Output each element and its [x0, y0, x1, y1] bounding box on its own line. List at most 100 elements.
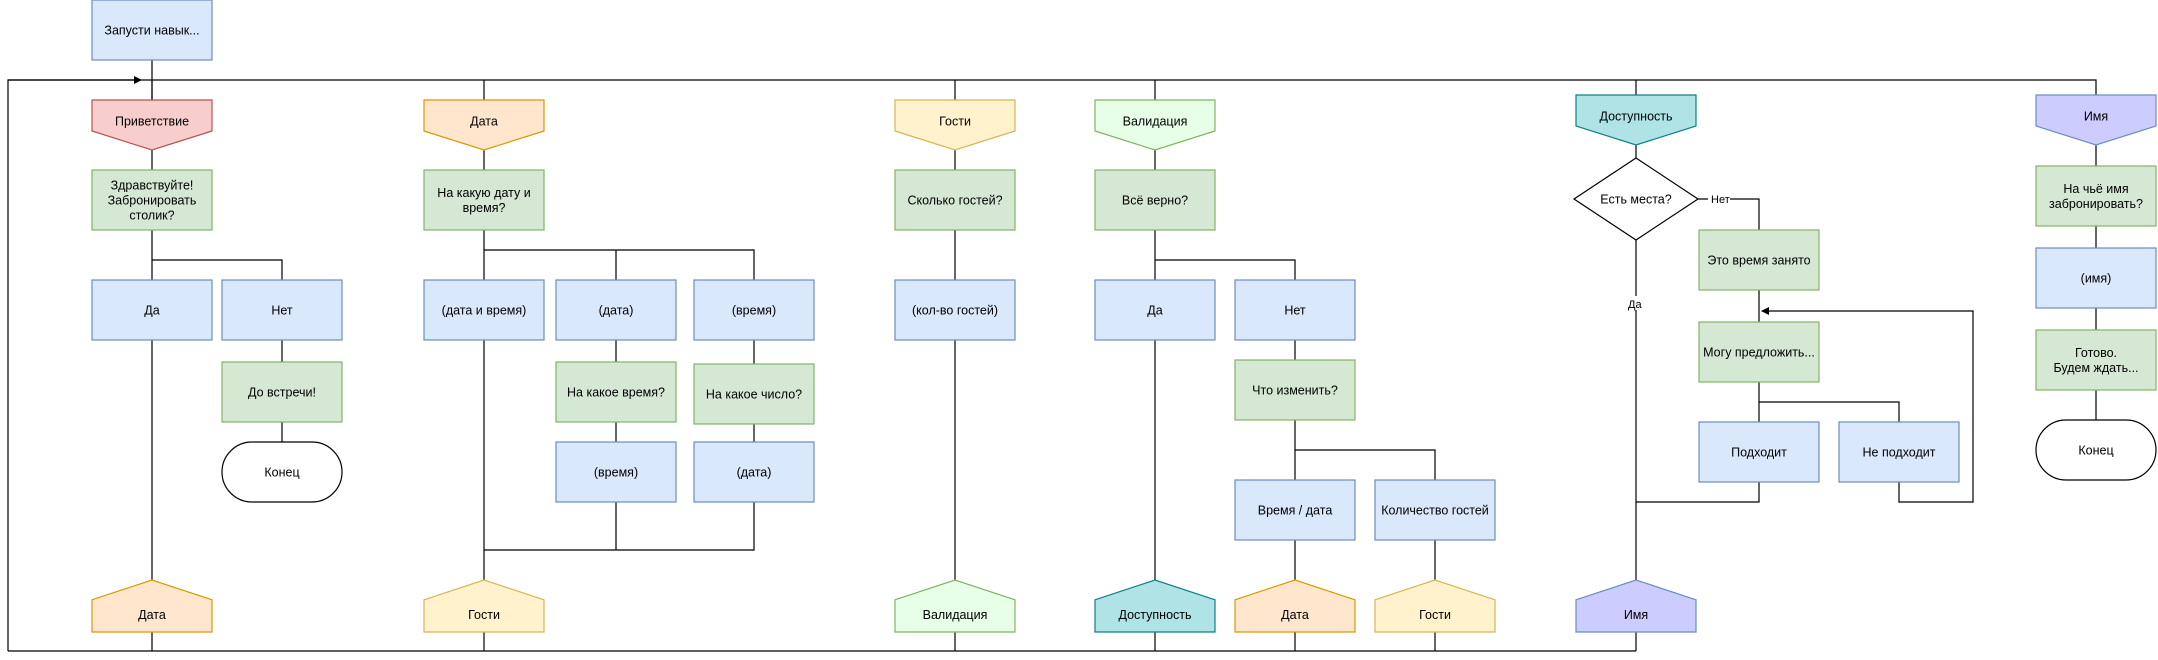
node-label: Нет [271, 304, 293, 318]
node-label: (дата и время) [442, 304, 527, 318]
node-shape [894, 579, 1016, 633]
node-shape [221, 441, 343, 503]
node-label: Готово. [2075, 346, 2117, 360]
node-label: Количество гостей [1381, 504, 1489, 518]
node-shape [693, 279, 815, 341]
node-shape [1374, 479, 1496, 541]
node-label: Это время занято [1707, 254, 1810, 268]
connector-line [1759, 401, 1900, 422]
node-notfits: Не подходит [1838, 421, 1960, 483]
flowchart-nodes: Запусти навык... ПриветствиеЗдравствуйте!… [91, 0, 2157, 633]
connector-line [152, 259, 283, 280]
node-f-name: Имя [1575, 579, 1697, 633]
node-shape [2035, 329, 2157, 391]
node-label: Имя [1624, 608, 1648, 622]
node-ans-time: (время) [555, 441, 677, 503]
node-h-date: Дата [423, 99, 545, 151]
node-label: Имя [2084, 110, 2108, 124]
node-fits: Подходит [1698, 421, 1820, 483]
node-shape [2035, 419, 2157, 481]
node-label: На какую дату и [437, 186, 530, 200]
node-shape [221, 361, 343, 423]
edge-label-yes: Да [1628, 299, 1642, 311]
node-label: (время) [594, 466, 638, 480]
node-label: Конец [264, 466, 299, 480]
node-shape [2035, 165, 2157, 227]
node-shape [1572, 157, 1700, 241]
node-greet-yes: Да [91, 279, 213, 341]
node-shape [2035, 94, 2157, 146]
node-shape [1234, 479, 1356, 541]
node-shape [221, 279, 343, 341]
node-f-guests2: Гости [1374, 579, 1496, 633]
node-shape [423, 579, 545, 633]
node-label: Дата [1281, 608, 1309, 622]
node-h-greet: Приветствие [91, 99, 213, 151]
node-date-t: (время) [693, 279, 815, 341]
node-label: До встречи! [248, 386, 316, 400]
node-label: Запусти навык... [104, 24, 199, 38]
node-label: (дата) [737, 466, 772, 480]
node-shape [1374, 579, 1496, 633]
node-offer: Могу предложить... [1698, 321, 1820, 383]
node-label: Не подходит [1863, 446, 1936, 460]
node-label: Будем ждать... [2053, 361, 2138, 375]
node-label: Могу предложить... [1703, 346, 1815, 360]
node-end1: Конец [221, 441, 343, 503]
node-shape [423, 279, 545, 341]
node-greet-no: Нет [221, 279, 343, 341]
node-date-d: (дата) [555, 279, 677, 341]
node-ans-guests: (кол-во гостей) [894, 279, 1016, 341]
node-f-guests1: Гости [423, 579, 545, 633]
connector-lines [7, 60, 2097, 652]
node-label: (дата) [599, 304, 634, 318]
node-d-seats: Есть места? [1572, 157, 1700, 241]
node-shape [693, 441, 815, 503]
node-label: Конец [2078, 444, 2113, 458]
node-shape [1094, 279, 1216, 341]
connector-line [1636, 482, 1760, 503]
node-label: Гости [939, 115, 971, 129]
node-shape [555, 441, 677, 503]
node-label: (имя) [2081, 272, 2112, 286]
node-shape [91, 169, 213, 231]
node-label: На чьё имя [2063, 182, 2128, 196]
connector-line [1761, 307, 1974, 503]
node-shape [1234, 359, 1356, 421]
node-q-valid: Всё верно? [1094, 169, 1216, 231]
node-label: время? [463, 201, 506, 215]
connector-labels: Нет Да [1626, 191, 1730, 311]
node-label: Валидация [1123, 115, 1188, 129]
connector-line [484, 249, 755, 280]
node-label: Есть места? [1600, 193, 1671, 207]
node-end2: Конец [2035, 419, 2157, 481]
node-label: Гости [1419, 608, 1451, 622]
node-shape [91, 99, 213, 151]
node-ch-time: Время / дата [1234, 479, 1356, 541]
node-shape [894, 169, 1016, 231]
node-shape [91, 279, 213, 341]
node-valid-no: Нет [1234, 279, 1356, 341]
node-label: Нет [1284, 304, 1306, 318]
node-label: На какое число? [706, 388, 802, 402]
node-label: Валидация [923, 608, 988, 622]
node-shape [1838, 421, 1960, 483]
node-label: Да [144, 304, 159, 318]
node-done: Готово.Будем ждать... [2035, 329, 2157, 391]
node-shape [894, 99, 1016, 151]
node-label: забронировать? [2049, 197, 2143, 211]
node-h-name: Имя [2035, 94, 2157, 146]
node-label: Подходит [1731, 446, 1787, 460]
node-h-guests: Гости [894, 99, 1016, 151]
node-f-avail: Доступность [1094, 579, 1216, 633]
node-start: Запусти навык... [91, 0, 213, 61]
node-label: Дата [470, 115, 498, 129]
node-f-valid: Валидация [894, 579, 1016, 633]
node-shape [1698, 321, 1820, 383]
node-shape [1575, 94, 1697, 146]
node-shape [1234, 279, 1356, 341]
node-label: Приветствие [115, 115, 189, 129]
node-shape [1094, 99, 1216, 151]
